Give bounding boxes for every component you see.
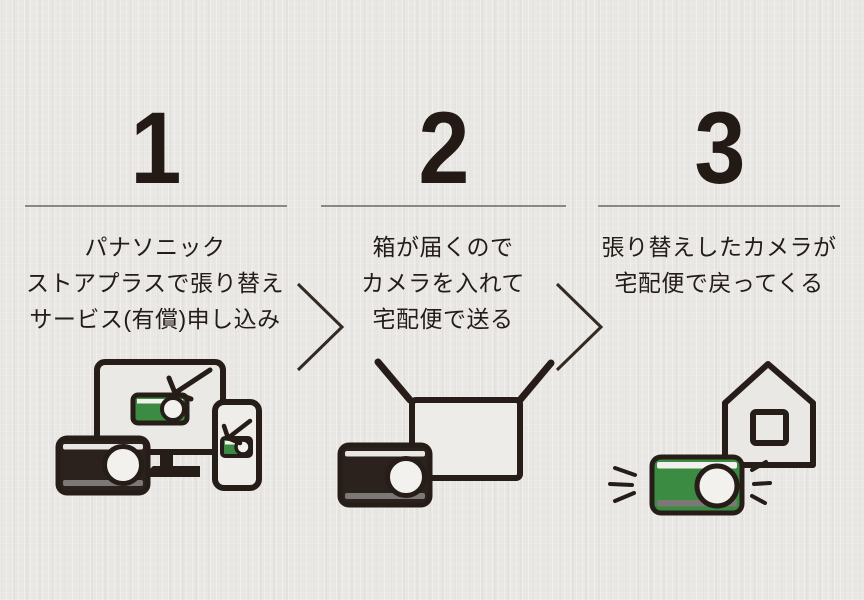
step-2-line-1: 箱が届くので xyxy=(372,234,514,260)
network-camera-icon xyxy=(55,435,151,496)
sparkle-lines-icon xyxy=(608,460,772,505)
step-3-line-1: 張り替えしたカメラが xyxy=(601,234,837,260)
step-2-line-3: 宅配便で送る xyxy=(372,306,514,332)
camera-on-screen-icon xyxy=(130,367,213,426)
step-2-divider xyxy=(321,205,566,207)
step-3-line-2: 宅配便で戻ってくる xyxy=(614,270,824,296)
chevron-right-icon xyxy=(296,282,345,372)
shipping-box-icon xyxy=(374,358,555,481)
step-1-divider xyxy=(25,205,287,207)
network-camera-green-icon xyxy=(649,454,745,516)
step-1-number: 1 xyxy=(130,90,181,205)
cursor-arrow-icon xyxy=(221,418,253,446)
order-devices-illustration xyxy=(55,359,262,496)
network-camera-icon xyxy=(337,442,433,508)
step-3-description: 張り替えしたカメラが 宅配便で戻ってくる xyxy=(575,229,863,301)
step-1-line-1: パナソニック xyxy=(84,234,226,260)
step-3-number: 3 xyxy=(694,90,745,205)
step-3-divider xyxy=(598,205,840,207)
step-2-description: 箱が届くので カメラを入れて 宅配便で送る xyxy=(299,229,587,337)
step-2-number: 2 xyxy=(418,90,469,205)
step-1-line-2: ストアプラスで張り替え xyxy=(25,270,285,296)
step-1-description: パナソニック ストアプラスで張り替え サービス(有償)申し込み xyxy=(11,229,299,337)
smartphone-icon xyxy=(212,399,262,491)
step-2-line-2: カメラを入れて xyxy=(361,270,525,296)
pack-box-illustration xyxy=(337,358,555,508)
camera-returns-home-illustration xyxy=(608,361,816,516)
step-1-line-3: サービス(有償)申し込み xyxy=(29,306,281,332)
chevron-right-icon xyxy=(555,282,604,372)
cursor-arrow-icon xyxy=(166,367,213,402)
house-icon xyxy=(722,361,816,468)
